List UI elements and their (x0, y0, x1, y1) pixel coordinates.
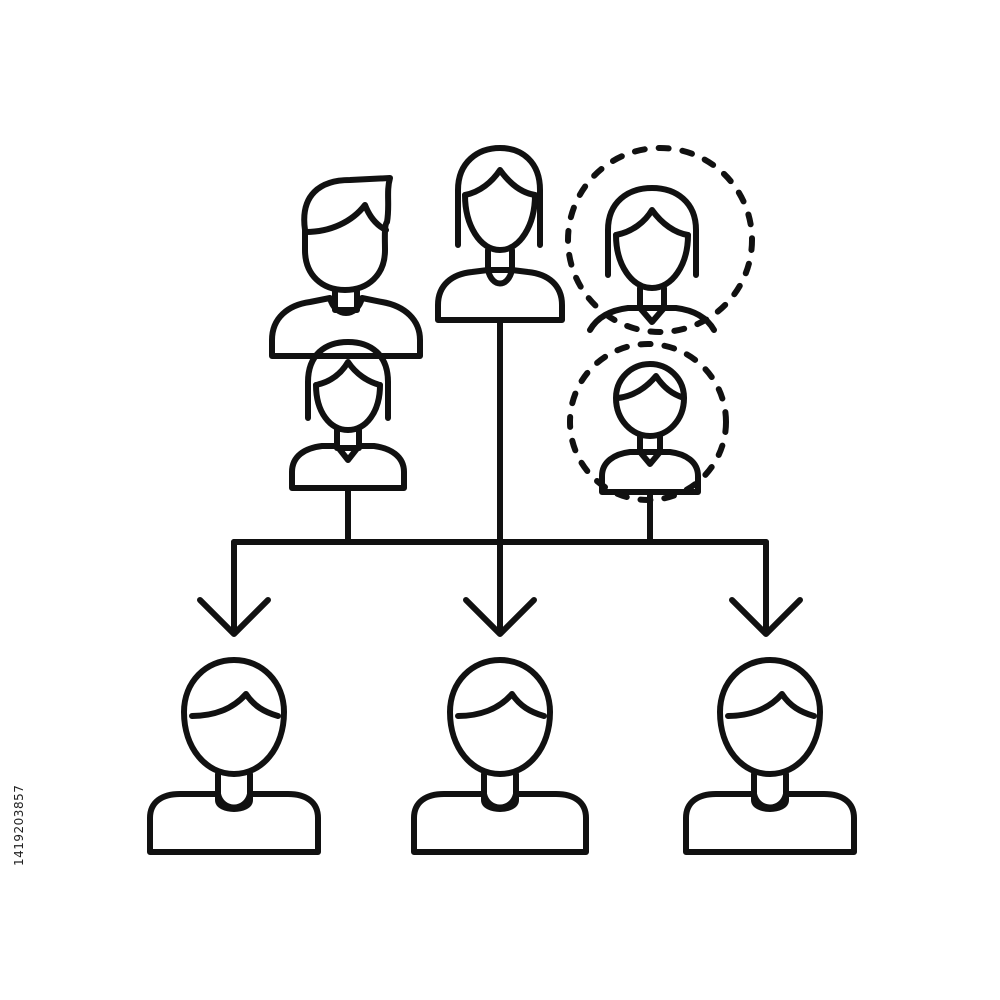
stock-id-caption: 1419203857 (12, 784, 26, 866)
person-icon-top-center (435, 145, 565, 323)
person-icon-upper-left (269, 175, 423, 359)
person-icon-lower-right (599, 361, 701, 495)
person-icon-bottom-right (683, 657, 857, 855)
arrow-down-icon-center (463, 597, 537, 637)
arrow-down-icon-left (197, 597, 271, 637)
person-icon-upper-right (587, 185, 717, 333)
arrow-down-icon-right (729, 597, 803, 637)
dashed-circle-icon-lower (567, 341, 729, 503)
person-icon-bottom-left (147, 657, 321, 855)
connector-lines (231, 317, 769, 633)
dashed-circle-icon-upper (565, 145, 755, 335)
person-icon-lower-left (289, 339, 407, 491)
person-icon-bottom-center (411, 657, 589, 855)
